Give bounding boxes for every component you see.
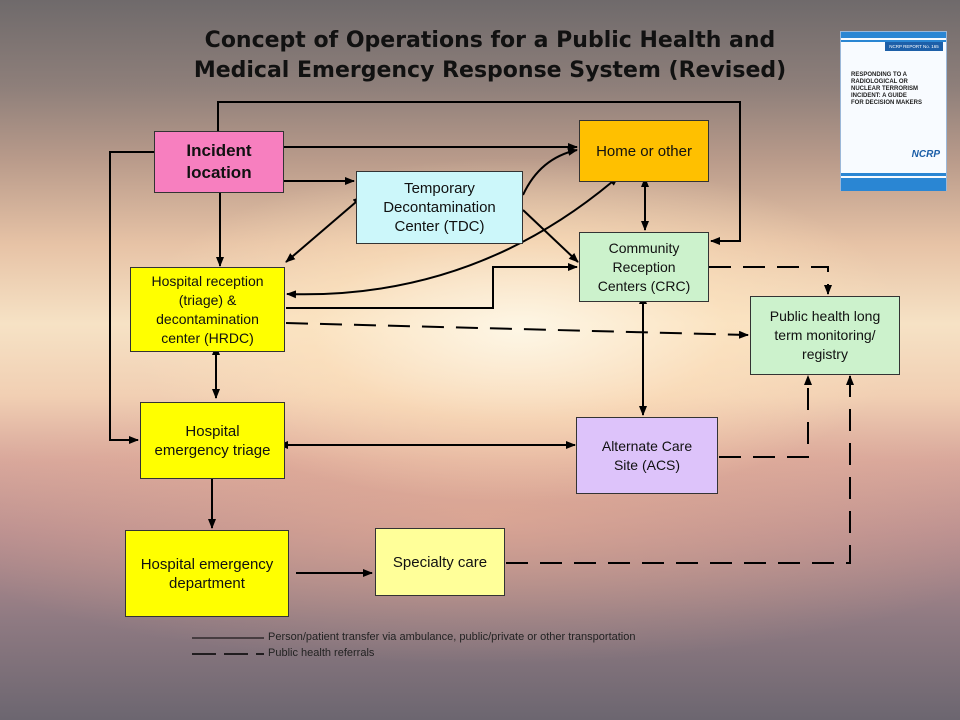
cover-band-bottom-thin [841, 173, 946, 176]
report-cover-image: NCRP REPORT No. 165 RESPONDING TO A RADI… [840, 31, 947, 191]
arrow-home-hrdc [286, 176, 619, 299]
arrow-incident-to-triage [109, 151, 154, 444]
node-specialty-care: Specialty care [375, 528, 505, 596]
arrow-hrdc-to-crc [286, 263, 578, 309]
arrow-incident-to-crc-top [217, 101, 741, 245]
node-hospital-emergency-triage: Hospital emergency triage [140, 402, 285, 479]
referral-hrdc-to-registry [285, 322, 749, 339]
referral-crc-to-registry [709, 266, 832, 295]
node-hospital-emergency-department: Hospital emergency department [125, 530, 289, 617]
node-specialty-label: Specialty care [392, 553, 488, 571]
legend-solid-label: Person/patient transfer via ambulance, p… [268, 631, 636, 643]
title-line-2: Medical Emergency Response System (Revis… [193, 58, 787, 83]
legend-dashed-label: Public health referrals [268, 647, 375, 659]
arrow-tdc-to-home [522, 147, 578, 196]
node-registry-label: Public health long term monitoring/ regi… [769, 308, 881, 362]
referral-acs-to-registry [719, 375, 812, 458]
node-community-reception-centers: Community Reception Centers (CRC) [579, 232, 709, 302]
title-line-1: Concept of Operations for a Public Healt… [204, 28, 776, 53]
referral-specialty-to-registry [506, 375, 854, 564]
arrow-tdc-hrdc [285, 196, 363, 263]
node-temporary-decontamination-center: Temporary Decontamination Center (TDC) [356, 171, 523, 244]
node-incident-location: Incident location [154, 131, 284, 193]
node-home-label: Home or other [596, 142, 692, 160]
node-acs-label: Alternate Care Site (ACS) [601, 437, 693, 473]
node-public-health-registry: Public health long term monitoring/ regi… [750, 296, 900, 375]
node-hospital-reception-decon-center: Hospital reception (triage) & decontamin… [130, 267, 285, 352]
cover-band-bottom [841, 178, 946, 191]
node-home-or-other: Home or other [579, 120, 709, 182]
cover-band-top [841, 32, 946, 38]
slide-title: Concept of Operations for a Public Healt… [150, 26, 830, 86]
cover-logo: NCRP [911, 149, 940, 160]
arrow-tdc-to-crc [522, 209, 579, 263]
cover-band-top-thin [841, 40, 946, 42]
node-ed-label: Hospital emergency department [140, 555, 274, 592]
node-crc-label: Community Reception Centers (CRC) [597, 239, 691, 294]
node-triage-label: Hospital emergency triage [154, 422, 271, 459]
node-alternate-care-site: Alternate Care Site (ACS) [576, 417, 718, 494]
node-hrdc-label: Hospital reception (triage) & decontamin… [151, 272, 264, 346]
cover-title: RESPONDING TO A RADIOLOGICAL OR NUCLEAR … [851, 72, 923, 106]
node-incident-label: Incident location [186, 141, 252, 182]
node-tdc-label: Temporary Decontamination Center (TDC) [383, 180, 496, 235]
cover-report-label: NCRP REPORT No. 165 [885, 42, 943, 51]
